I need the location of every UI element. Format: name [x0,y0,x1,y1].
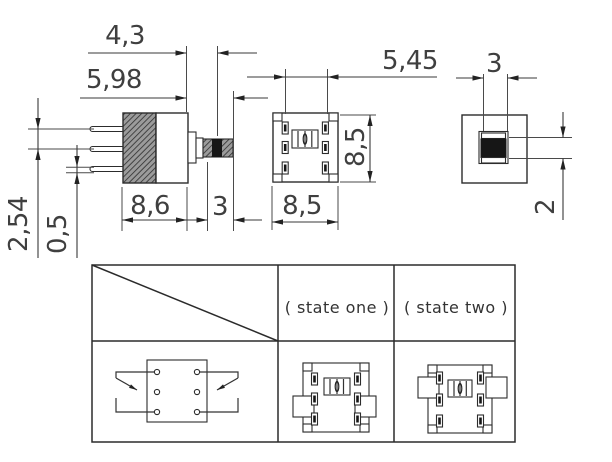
dim-knob-width-label: 3 [486,49,502,79]
dim-terminal-span-label: 5,45 [382,46,438,76]
dim-body-width-label: 8,6 [130,191,170,221]
dim-top-width-label: 8,5 [282,191,322,221]
top-view-actuator [291,129,319,149]
state-two-terminals [435,371,485,428]
state-two-actuator [447,379,473,398]
state-two-header: ( state two ) [404,298,508,317]
dim-shaft-length-label: 3 [212,192,228,222]
state-two-right-bracket [485,376,508,399]
end-view-knob [478,130,509,165]
top-view-corner-notches [272,112,339,183]
dimension-arrows [35,50,566,225]
top-view-terminals [281,121,329,175]
dim-knob-height-label: 2 [531,199,561,215]
dim-shaft-total-label: 5,98 [86,65,142,95]
diagonal-header-line [91,264,279,342]
dim-top-height-label: 8,5 [341,127,371,167]
state-one-header: ( state one ) [285,298,390,317]
state-one-left-bracket [292,395,315,418]
schematic-symbol [115,359,239,423]
state-one-figure [292,362,377,433]
front-view [89,112,234,184]
state-two-left-bracket [417,376,440,399]
state-two-figure [417,364,508,434]
front-view-pins [89,125,126,173]
states-table: ( state one ) ( state two ) [91,264,516,443]
front-view-body [122,112,189,184]
schematic-terminals [153,368,201,416]
end-view [461,114,528,184]
dim-travel-label: 4,3 [105,21,145,51]
dim-pin-thickness-label: 0,5 [43,214,73,254]
dim-pin-pitch-label: 2,54 [4,196,34,252]
state-one-actuator [323,377,351,396]
top-view [272,112,339,183]
state-one-terminals [310,372,362,426]
front-view-plunger [187,131,234,164]
